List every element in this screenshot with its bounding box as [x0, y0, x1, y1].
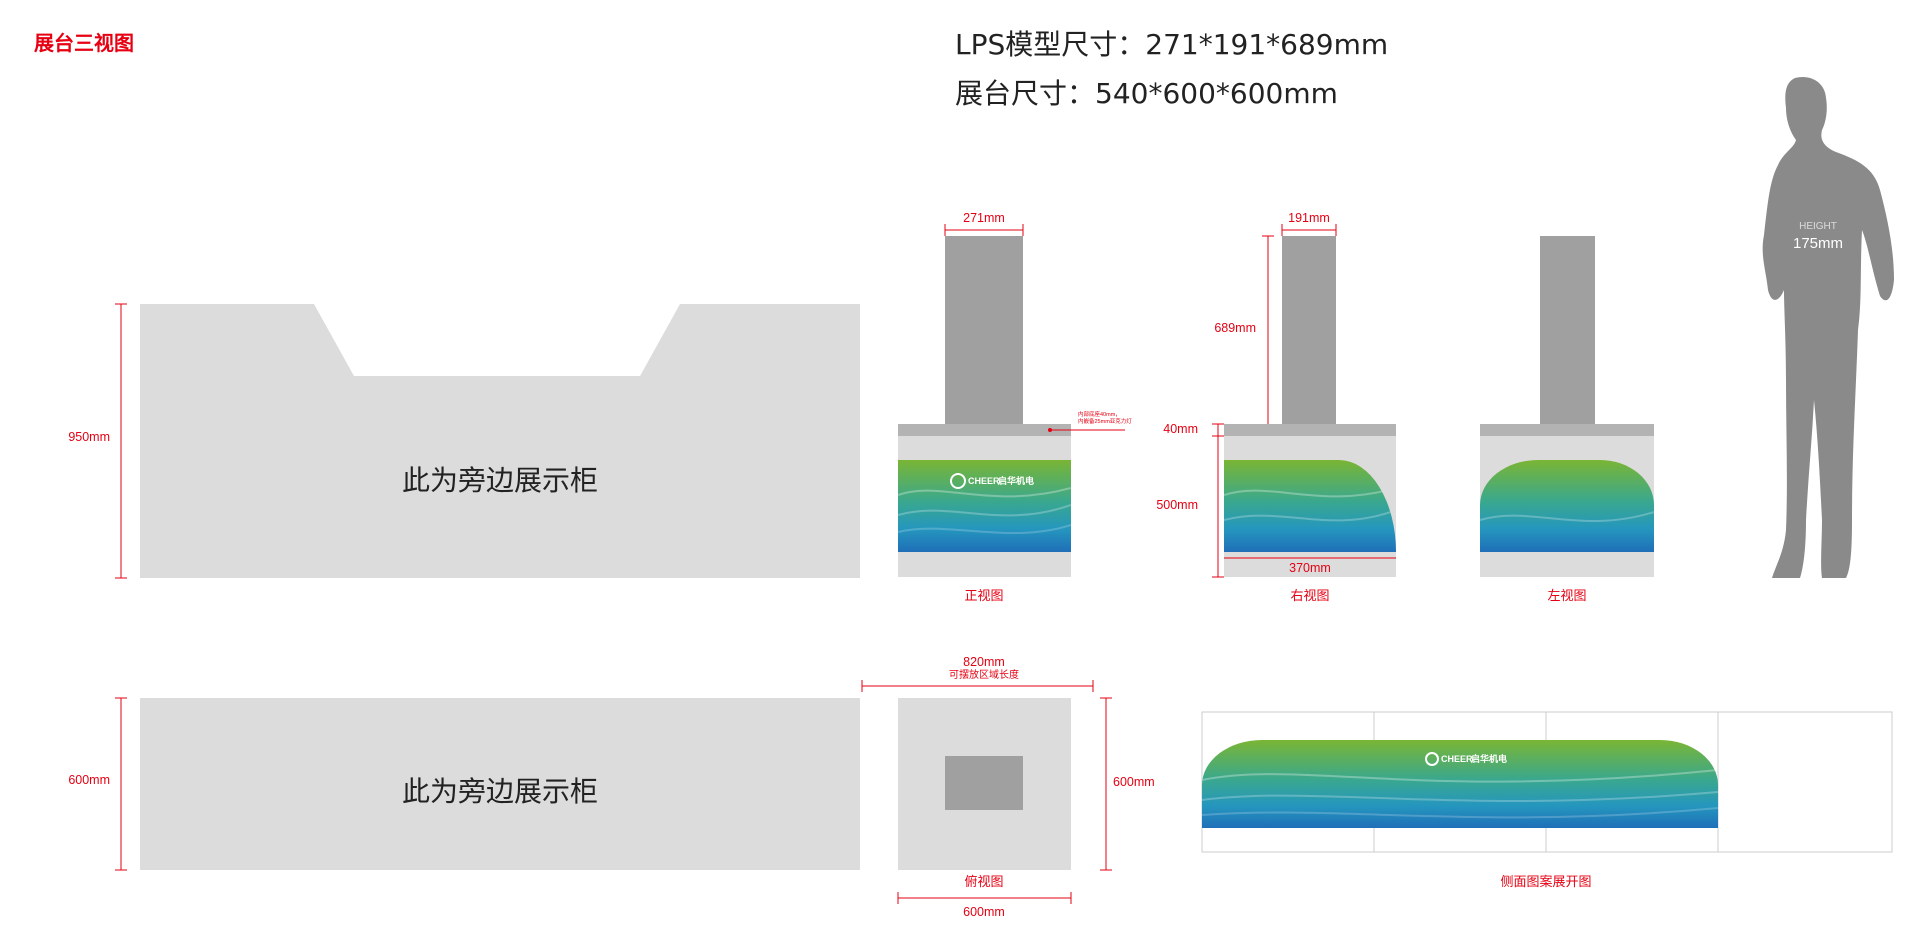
left-graphic-panel	[1480, 460, 1654, 552]
right-cap-height-dim: 40mm	[1163, 422, 1198, 436]
unfold-brand-sub: 启华机电	[1471, 753, 1507, 764]
front-brand-sub: 启华机电	[998, 475, 1034, 486]
model-size-spec: LPS模型尺寸：271*191*689mm	[955, 28, 1388, 61]
left-top-cap	[1480, 424, 1654, 436]
top-depth-dim: 600mm	[1113, 775, 1155, 789]
right-base-width-dim: 370mm	[1289, 561, 1331, 575]
front-note-line2: 内嵌备25mm亚克力灯	[1078, 417, 1132, 425]
unfold-brand-logo-icon	[1425, 752, 1439, 766]
side-cabinet-plan	[140, 698, 860, 870]
left-view	[1479, 236, 1655, 577]
right-top-cap	[1224, 424, 1396, 436]
right-top-width-dim: 191mm	[1288, 211, 1330, 225]
front-graphic-panel	[898, 460, 1071, 552]
elevation-height-dim: 950mm	[68, 430, 110, 444]
unfold-caption: 侧面图案展开图	[1500, 875, 1591, 890]
human-height-value: 175mm	[1793, 235, 1843, 252]
unfold-graphic-panel	[1202, 740, 1718, 828]
front-note-line1: 内部底座40mm，	[1078, 410, 1121, 418]
human-height-label: HEIGHT	[1799, 221, 1837, 232]
side-cabinet-elevation	[140, 304, 860, 578]
top-view-caption: 俯视图	[964, 874, 1003, 890]
booth-size-spec: 展台尺寸：540*600*600mm	[955, 77, 1338, 110]
booth-top-cap	[898, 424, 1071, 436]
unfolded-side-graphic: CHEER 启华机电	[1201, 711, 1893, 853]
right-model-column	[1282, 236, 1336, 434]
left-model-column	[1540, 236, 1595, 434]
top-view-model	[945, 756, 1023, 810]
right-height-dim: 689mm	[1214, 321, 1256, 335]
right-view-caption: 右视图	[1290, 589, 1329, 604]
side-cabinet-label: 此为旁边展示柜	[402, 464, 598, 497]
unfold-brand-name: CHEER	[1441, 754, 1473, 764]
plan-depth-dim: 600mm	[68, 773, 110, 787]
brand-logo-icon	[950, 473, 966, 489]
top-bottom-width-dim: 600mm	[963, 905, 1005, 919]
side-cabinet-plan-label: 此为旁边展示柜	[402, 775, 598, 808]
top-total-width-note: 可摆放区域长度	[949, 668, 1019, 681]
right-base-height-dim: 500mm	[1156, 498, 1198, 512]
drawing-title: 展台三视图	[34, 31, 134, 55]
front-width-dim: 271mm	[963, 211, 1005, 225]
top-view	[898, 698, 1071, 870]
top-total-width-dim: 820mm	[963, 655, 1005, 669]
front-view-caption: 正视图	[964, 589, 1003, 604]
front-brand-name: CHEER	[968, 476, 1000, 486]
left-view-caption: 左视图	[1547, 589, 1586, 604]
right-graphic-panel	[1224, 460, 1396, 552]
right-view	[1224, 236, 1396, 577]
lps-model-column	[945, 236, 1023, 434]
human-scale-silhouette: HEIGHT 175mm	[1762, 76, 1894, 579]
front-view: CHEER 启华机电	[898, 236, 1071, 577]
